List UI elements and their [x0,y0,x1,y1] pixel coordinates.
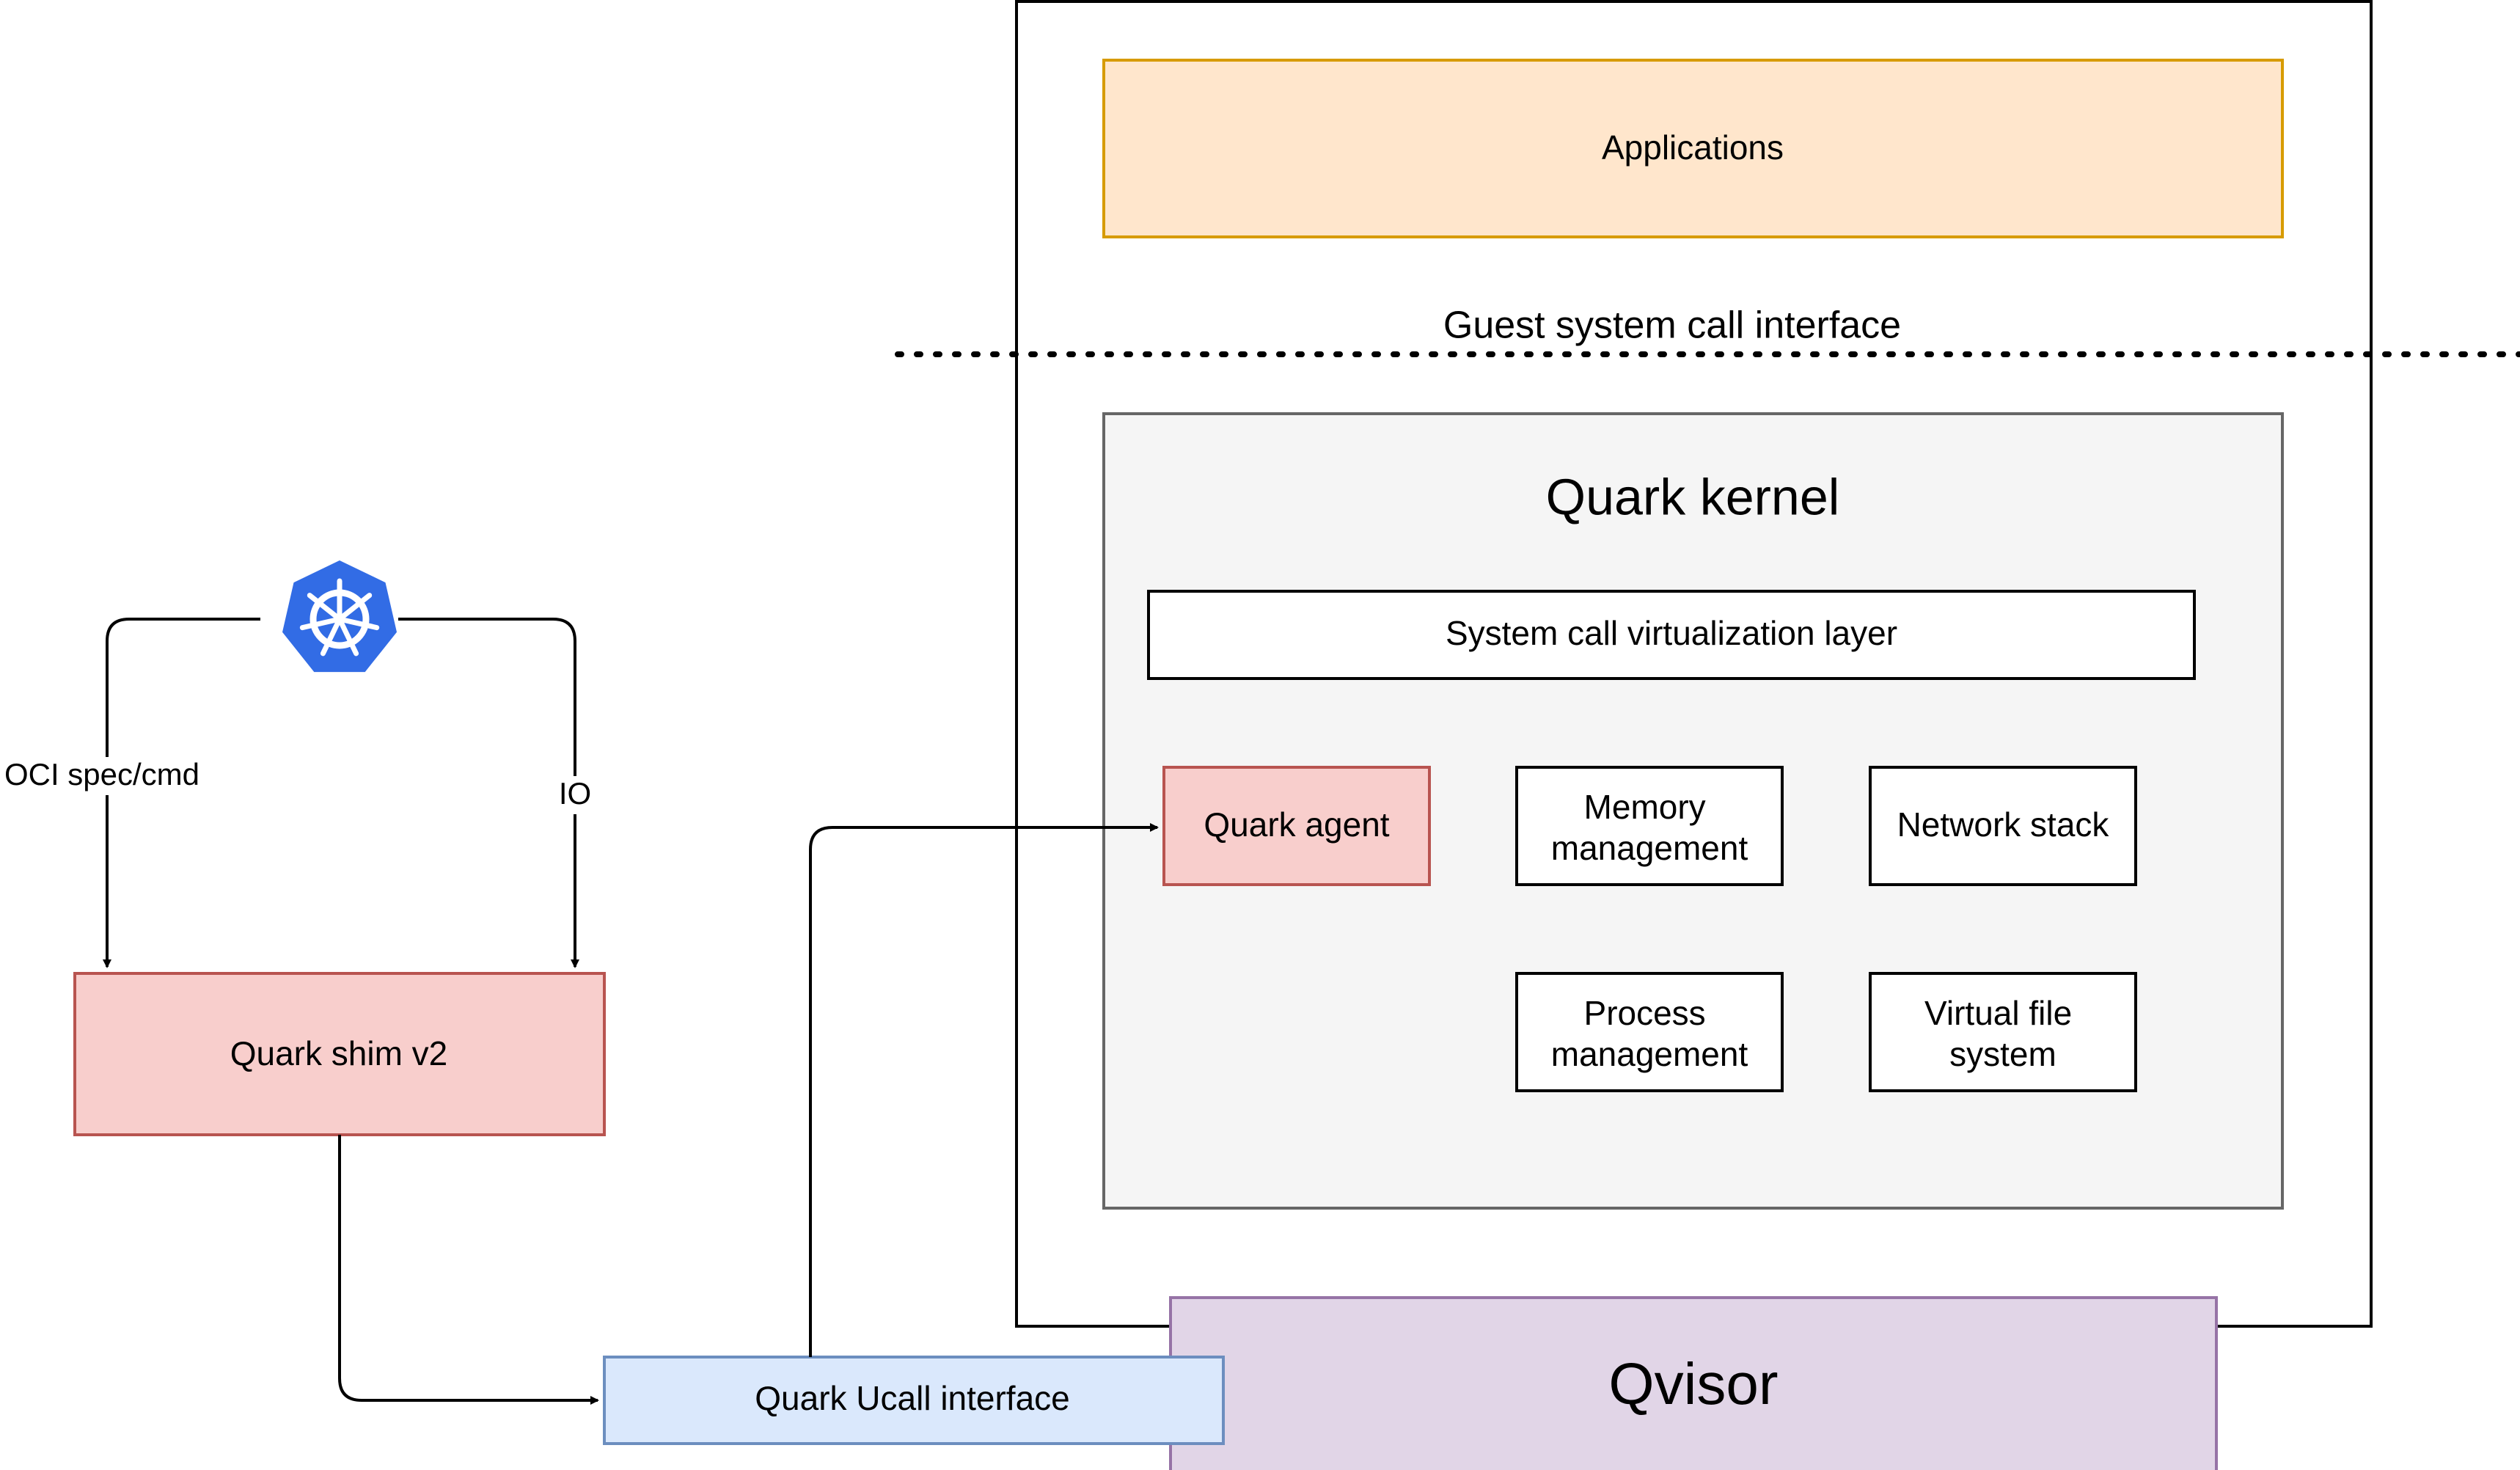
quark-kernel-box-border [1102,412,2284,1210]
io-edge-label-bg [556,776,594,814]
helm-wheel [299,578,380,657]
quark-kernel-title: Quark kernel [1546,468,1840,525]
edge-k8s-to-shim-io [398,618,579,968]
virtual-file-system-line-2: system [1949,1035,2056,1073]
virtual-file-system-label: Virtual file system [1924,994,2081,1073]
applications-box [1104,60,2282,237]
virtual-file-system-box [1869,972,2137,1092]
applications-label: Applications [1602,128,1784,167]
memory-management-line-1: Memory [1584,788,1706,826]
applications-box-border [1102,59,2284,238]
process-management-line-1: Process [1584,994,1706,1032]
kubernetes-helm-icon [282,560,397,673]
quark-shim-box [75,973,604,1135]
qvisor-label: Qvisor [1608,1351,1778,1416]
network-stack-label: Network stack [1897,805,2110,844]
network-stack-box [1869,766,2137,886]
edge-ucall-to-agent [809,823,1159,1357]
quark-ucall-interface-box [604,1357,1223,1444]
quark-agent-box [1164,767,1429,885]
quark-agent-label: Quark agent [1204,805,1389,844]
io-edge-label: IO [559,776,591,811]
syscall-virtualization-layer-label: System call virtualization layer [1446,614,1897,652]
qvisor-box [1171,1298,2216,1470]
memory-management-box [1515,766,1784,886]
syscall-virtualization-layer-box [1147,590,2196,680]
helm-wheel-spokes [299,578,380,657]
process-management-box [1515,972,1784,1092]
guest-syscall-interface-label: Guest system call interface [1443,304,1901,347]
quark-ucall-interface-label: Quark Ucall interface [755,1379,1070,1417]
quark-agent-box-border [1162,766,1431,886]
edge-shim-to-ucall [338,1135,599,1405]
process-management-label: Process management [1551,994,1748,1073]
quark-ucall-interface-box-border [603,1356,1225,1445]
edge-k8s-to-shim-oci [103,618,260,968]
quark-shim-label: Quark shim v2 [230,1034,448,1072]
process-management-line-2: management [1551,1035,1748,1073]
virtual-file-system-line-1: Virtual file [1924,994,2072,1032]
memory-management-label: Memory management [1551,788,1748,867]
memory-management-line-2: management [1551,829,1748,867]
oci-edge-label-bg [0,757,207,795]
oci-edge-label: OCI spec/cmd [4,757,199,791]
